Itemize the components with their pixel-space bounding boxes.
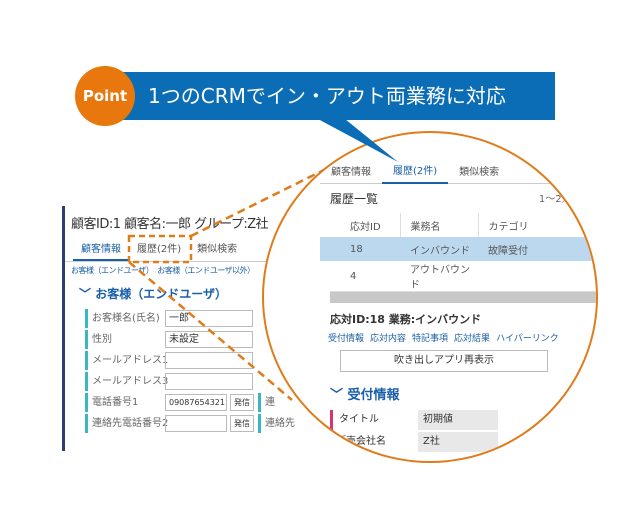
link-notes[interactable]: 特記事項 xyxy=(412,334,449,344)
column-header[interactable]: 応対ID xyxy=(320,213,401,237)
link-response[interactable]: 応対内容 xyxy=(370,334,407,344)
name-input[interactable]: 一郎 xyxy=(165,310,253,327)
detail-title: 応対ID:18 業務:インバウンド xyxy=(330,313,482,326)
field-label: 性別 xyxy=(85,330,161,349)
cell: インバウンド xyxy=(400,237,478,261)
field-label: 販売会社名 xyxy=(336,436,386,447)
gender-input[interactable]: 未設定 xyxy=(165,331,253,348)
company-input[interactable]: Z社 xyxy=(418,432,498,452)
history-list-title: 履歴一覧 xyxy=(330,192,379,206)
section-reception[interactable]: ﹀ 受付情報 xyxy=(330,388,400,403)
email3-input[interactable] xyxy=(165,373,253,390)
tab-history[interactable]: 履歴(2件) xyxy=(382,162,449,184)
tab-customer-info[interactable]: 顧客情報 xyxy=(331,166,371,178)
point-badge: Point xyxy=(75,66,135,126)
field-label: タイトル xyxy=(330,410,418,430)
phone2-input[interactable] xyxy=(165,415,227,432)
title-input[interactable]: 初期値 xyxy=(418,410,498,430)
tab-customer-info[interactable]: 顧客情報 xyxy=(73,236,129,261)
subtab-end-user[interactable]: お客様（エンドユーザ） xyxy=(71,266,154,275)
cell: 4 xyxy=(350,270,357,282)
link-result[interactable]: 応対結果 xyxy=(454,334,491,344)
column-header[interactable]: 業務名 xyxy=(400,213,479,237)
banner-title: 1つのCRMでイン・アウト両業務に対応 xyxy=(148,84,506,108)
link-hyperlink[interactable]: ハイパーリンク xyxy=(496,334,559,344)
field-label: メールアドレス1 xyxy=(85,351,168,370)
redisplay-popup-button[interactable]: 吹き出しアプリ再表示 xyxy=(340,350,548,372)
field-label: メールアドレス3 xyxy=(85,372,168,391)
history-count: 1～2／2件 xyxy=(538,194,588,205)
table-row[interactable]: 4 アウトバウンド xyxy=(320,261,596,291)
call-button[interactable]: 発信 xyxy=(230,394,254,411)
field-label: 連絡先 xyxy=(258,414,297,433)
call-button[interactable]: 発信 xyxy=(230,415,254,432)
cell: 18 xyxy=(320,237,400,261)
subtab-non-end-user[interactable]: お客様（エンドユーザ以外） xyxy=(157,266,255,275)
field-label: 電話番号1 xyxy=(85,393,161,412)
column-header[interactable]: カテゴリ xyxy=(478,213,596,237)
field-label: 連絡先電話番号2 xyxy=(85,414,168,433)
cell: 故障受付 xyxy=(478,237,596,261)
horizontal-scrollbar[interactable] xyxy=(330,291,596,303)
tab-similar-search[interactable]: 類似検索 xyxy=(197,244,238,255)
field-label: お客様名(氏名) xyxy=(85,309,161,328)
phone1-input[interactable]: 09087654321 xyxy=(165,394,227,411)
field-label: 連 xyxy=(258,393,277,412)
email1-input[interactable] xyxy=(165,352,253,369)
tab-history[interactable]: 履歴(2件) xyxy=(137,244,182,255)
tab-similar-search[interactable]: 類似検索 xyxy=(459,166,500,178)
section-end-user[interactable]: ﹀ お客様（エンドユーザ） xyxy=(79,287,227,301)
cell: アウトバウンド xyxy=(410,265,470,291)
link-reception[interactable]: 受付情報 xyxy=(328,334,365,344)
point-banner: 1つのCRMでイン・アウト両業務に対応 xyxy=(100,72,555,120)
